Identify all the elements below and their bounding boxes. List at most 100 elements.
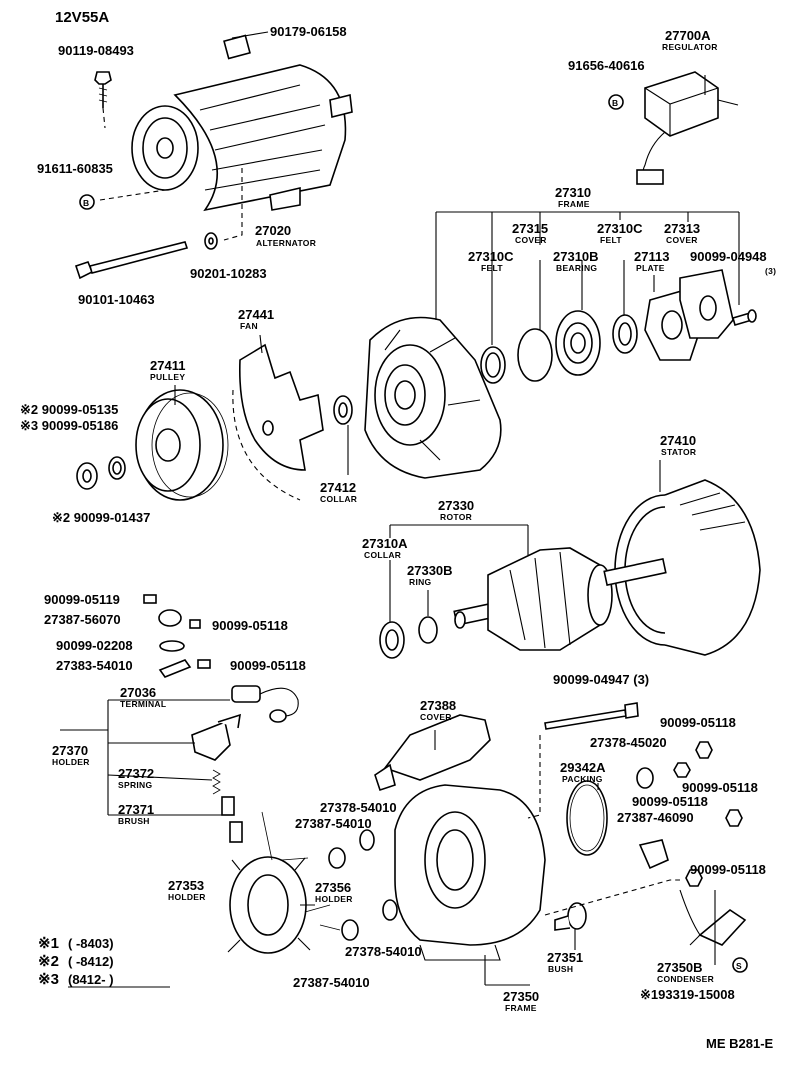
alternator-assembly-drawing <box>131 34 353 212</box>
part-number: 90099-05118 <box>690 862 766 877</box>
small-screw-drawing <box>732 309 757 326</box>
part-number: 90119-08493 <box>58 43 134 58</box>
part-number: 27387-54010 <box>293 975 370 990</box>
part-name: HOLDER <box>168 892 206 902</box>
part-number: 27378-45020 <box>590 735 667 750</box>
part-number: 91611-60835 <box>37 161 113 176</box>
part-number: 27351 <box>547 950 583 965</box>
cover-drawing <box>374 714 491 792</box>
part-number: 90099-05118 <box>632 794 708 809</box>
long-bolt-drawing <box>544 702 639 730</box>
part-name: FAN <box>240 321 258 331</box>
rear-frame-drawing <box>394 784 546 961</box>
part-number: 27412 <box>320 480 356 495</box>
legend-mark-2: ※2 <box>38 953 59 970</box>
part-number: 90101-10463 <box>78 292 155 307</box>
part-name: BRUSH <box>118 816 150 826</box>
part-number: 91656-40616 <box>568 58 645 73</box>
part-name: COVER <box>666 235 698 245</box>
part-name: COLLAR <box>320 494 357 504</box>
bearing-drawing <box>555 310 601 376</box>
part-name: ROTOR <box>440 512 472 522</box>
marker-s-label: S <box>736 961 742 971</box>
marker-b-label-1: B <box>612 98 618 108</box>
ring-drawing <box>418 616 438 644</box>
part-name: ALTERNATOR <box>256 238 316 248</box>
felt-ring-drawing-2 <box>612 314 638 354</box>
legend-mark-1: ※1 <box>38 935 59 952</box>
terminal-drawing <box>231 685 299 723</box>
legend-range-3: (8412- ) <box>68 972 114 987</box>
part-name: STATOR <box>661 447 696 457</box>
bush-drawings-center <box>328 829 398 941</box>
part-number: 90099-04947 (3) <box>553 672 649 687</box>
washer-drawing <box>204 232 218 250</box>
part-number: 27387-46090 <box>617 810 694 825</box>
drive-end-frame-drawing <box>364 316 502 479</box>
spring-drawing <box>212 769 221 795</box>
part-number: 27700A <box>665 28 711 43</box>
part-name: BUSH <box>548 964 573 974</box>
stator-drawing <box>614 479 761 656</box>
part-number: 27410 <box>660 433 696 448</box>
fan-drawing <box>232 343 324 501</box>
right-hardware-drawings <box>636 741 743 887</box>
part-number: 27370 <box>52 743 88 758</box>
part-number: 27378-54010 <box>320 800 397 815</box>
part-name: (3) <box>765 266 776 276</box>
part-name: PULLEY <box>150 372 185 382</box>
part-name: HOLDER <box>52 757 90 767</box>
pulley-drawing <box>135 389 229 501</box>
part-name: SPRING <box>118 780 152 790</box>
collar-drawing <box>333 395 353 425</box>
legend-range-1: ( -8403) <box>68 936 114 951</box>
condenser-drawing <box>679 889 747 946</box>
marker-b-label-2: B <box>83 198 89 208</box>
legend: ※1 ( -8403) ※2 ( -8412) ※3 (8412- ) <box>38 935 170 988</box>
part-name: BEARING <box>556 263 597 273</box>
marker-b-top-right: B <box>608 94 624 110</box>
part-name: FRAME <box>558 199 590 209</box>
part-number: 27350B <box>657 960 703 975</box>
marker-b-left: B <box>79 194 95 210</box>
part-name: FELT <box>481 263 503 273</box>
collar-drawing-rotor <box>379 621 405 659</box>
part-name: FELT <box>600 235 622 245</box>
part-number: 27315 <box>512 221 548 236</box>
spring-washer-drawing <box>108 456 126 480</box>
part-number: 27353 <box>168 878 204 893</box>
part-number: 27313 <box>664 221 700 236</box>
part-labels: 90179-06158 90119-08493 91611-60835 2702… <box>20 24 776 1013</box>
part-number: 90179-06158 <box>270 24 347 39</box>
part-number: 90099-05118 <box>230 658 306 673</box>
bolt-drawing-top <box>94 71 112 108</box>
felt-ring-drawing-1 <box>480 346 506 384</box>
cover-disc-drawing <box>517 328 553 382</box>
part-number: 27383-54010 <box>56 658 133 673</box>
part-name: REGULATOR <box>662 42 718 52</box>
bush-drawing <box>554 902 587 931</box>
part-name: PACKING <box>562 774 603 784</box>
diagram-code: ME B281-E <box>706 1036 774 1051</box>
part-number: 27330B <box>407 563 453 578</box>
rotor-drawing <box>453 547 667 651</box>
part-number: 27387-54010 <box>295 816 372 831</box>
part-number: 90099-04948 <box>690 249 767 264</box>
part-number: 27371 <box>118 802 154 817</box>
part-number: 90099-05118 <box>660 715 736 730</box>
cover-plate-drawing <box>679 269 734 339</box>
part-number: 27372 <box>118 766 154 781</box>
part-name: HOLDER <box>315 894 353 904</box>
part-number: ※2 90099-01437 <box>52 510 150 525</box>
part-number: 27356 <box>315 880 351 895</box>
packing-ring-drawing <box>566 780 608 856</box>
marker-s: S <box>732 957 748 973</box>
part-name: TERMINAL <box>120 699 166 709</box>
part-number: 27441 <box>238 307 274 322</box>
part-number: 90099-05119 <box>44 592 120 607</box>
small-hardware-drawings <box>143 594 211 678</box>
part-number: 27310C <box>597 221 643 236</box>
part-number: 27310 <box>555 185 591 200</box>
legend-range-2: ( -8412) <box>68 954 114 969</box>
